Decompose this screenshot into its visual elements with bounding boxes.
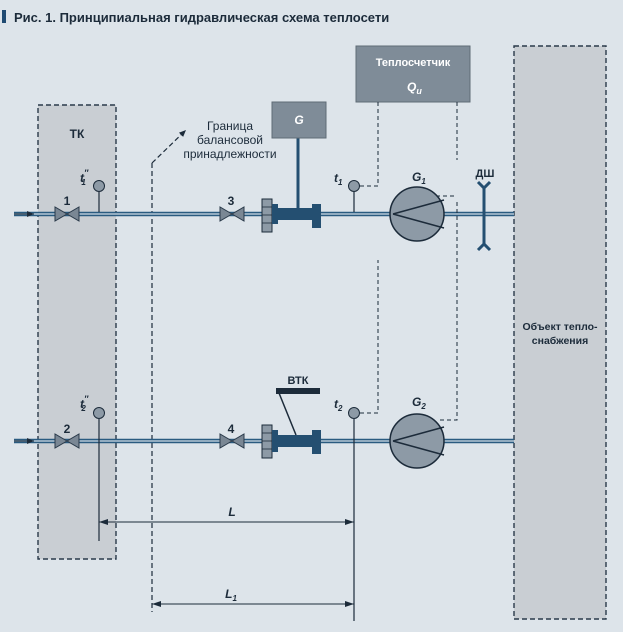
sensor-t1pp-label: t″1 [80, 168, 89, 187]
object-label-line2: снабжения [532, 335, 588, 347]
flowmeter-device-supply [261, 138, 321, 233]
dsh-washer-icon [476, 180, 492, 252]
flowmeter-g1-icon [389, 186, 445, 242]
dimension-l1 [152, 601, 354, 607]
flowmeter-g1-label: G1 [412, 170, 426, 186]
valve-4-icon [219, 433, 245, 449]
dimension-l1-label: L1 [225, 587, 237, 603]
sensor-t2-label: t2 [334, 397, 343, 413]
heat-meter-box [355, 45, 471, 103]
tk-label: ТК [70, 127, 85, 141]
sensor-t1-icon [348, 180, 360, 212]
g-meter-box [271, 101, 327, 139]
valve-2-icon [54, 433, 80, 449]
heat-meter-label: Теплосчетчик [376, 57, 451, 69]
sensor-t2pp-label: t″2 [80, 394, 89, 413]
title-bar [2, 10, 6, 23]
dimension-l [99, 519, 354, 525]
vtk-label: ВТК [288, 375, 309, 387]
sensor-t1-label: t1 [334, 171, 343, 187]
valve-1-label: 1 [64, 194, 71, 208]
boundary-label-line3: принадлежности [183, 147, 276, 161]
valve-2-label: 2 [64, 422, 71, 436]
object-box [513, 45, 607, 620]
flowmeter-g2-label: G2 [412, 395, 426, 411]
signal-lines [360, 102, 458, 421]
boundary-label-line1: Граница [207, 119, 253, 133]
object-label-line1: Объект тепло- [522, 321, 598, 333]
figure-title: Рис. 1. Принципиальная гидравлическая сх… [14, 10, 389, 25]
g-meter-label: G [294, 113, 303, 127]
boundary-arrow [151, 129, 187, 164]
flowmeter-g2-icon [389, 413, 445, 469]
valve-3-icon [219, 206, 245, 222]
sensor-t1pp-icon [93, 180, 105, 212]
heat-meter-q: Qи [407, 80, 422, 96]
boundary-label-line2: балансовой [197, 133, 263, 147]
sensor-t2-icon [348, 407, 360, 621]
valve-1-icon [54, 206, 80, 222]
vtk-device-return [261, 388, 321, 459]
tk-chamber [37, 104, 117, 560]
valve-3-label: 3 [228, 194, 235, 208]
dsh-label: ДШ [476, 168, 495, 180]
dimension-l-label: L [228, 505, 235, 519]
sensor-t2pp-icon [93, 407, 105, 541]
valve-4-label: 4 [228, 422, 235, 436]
